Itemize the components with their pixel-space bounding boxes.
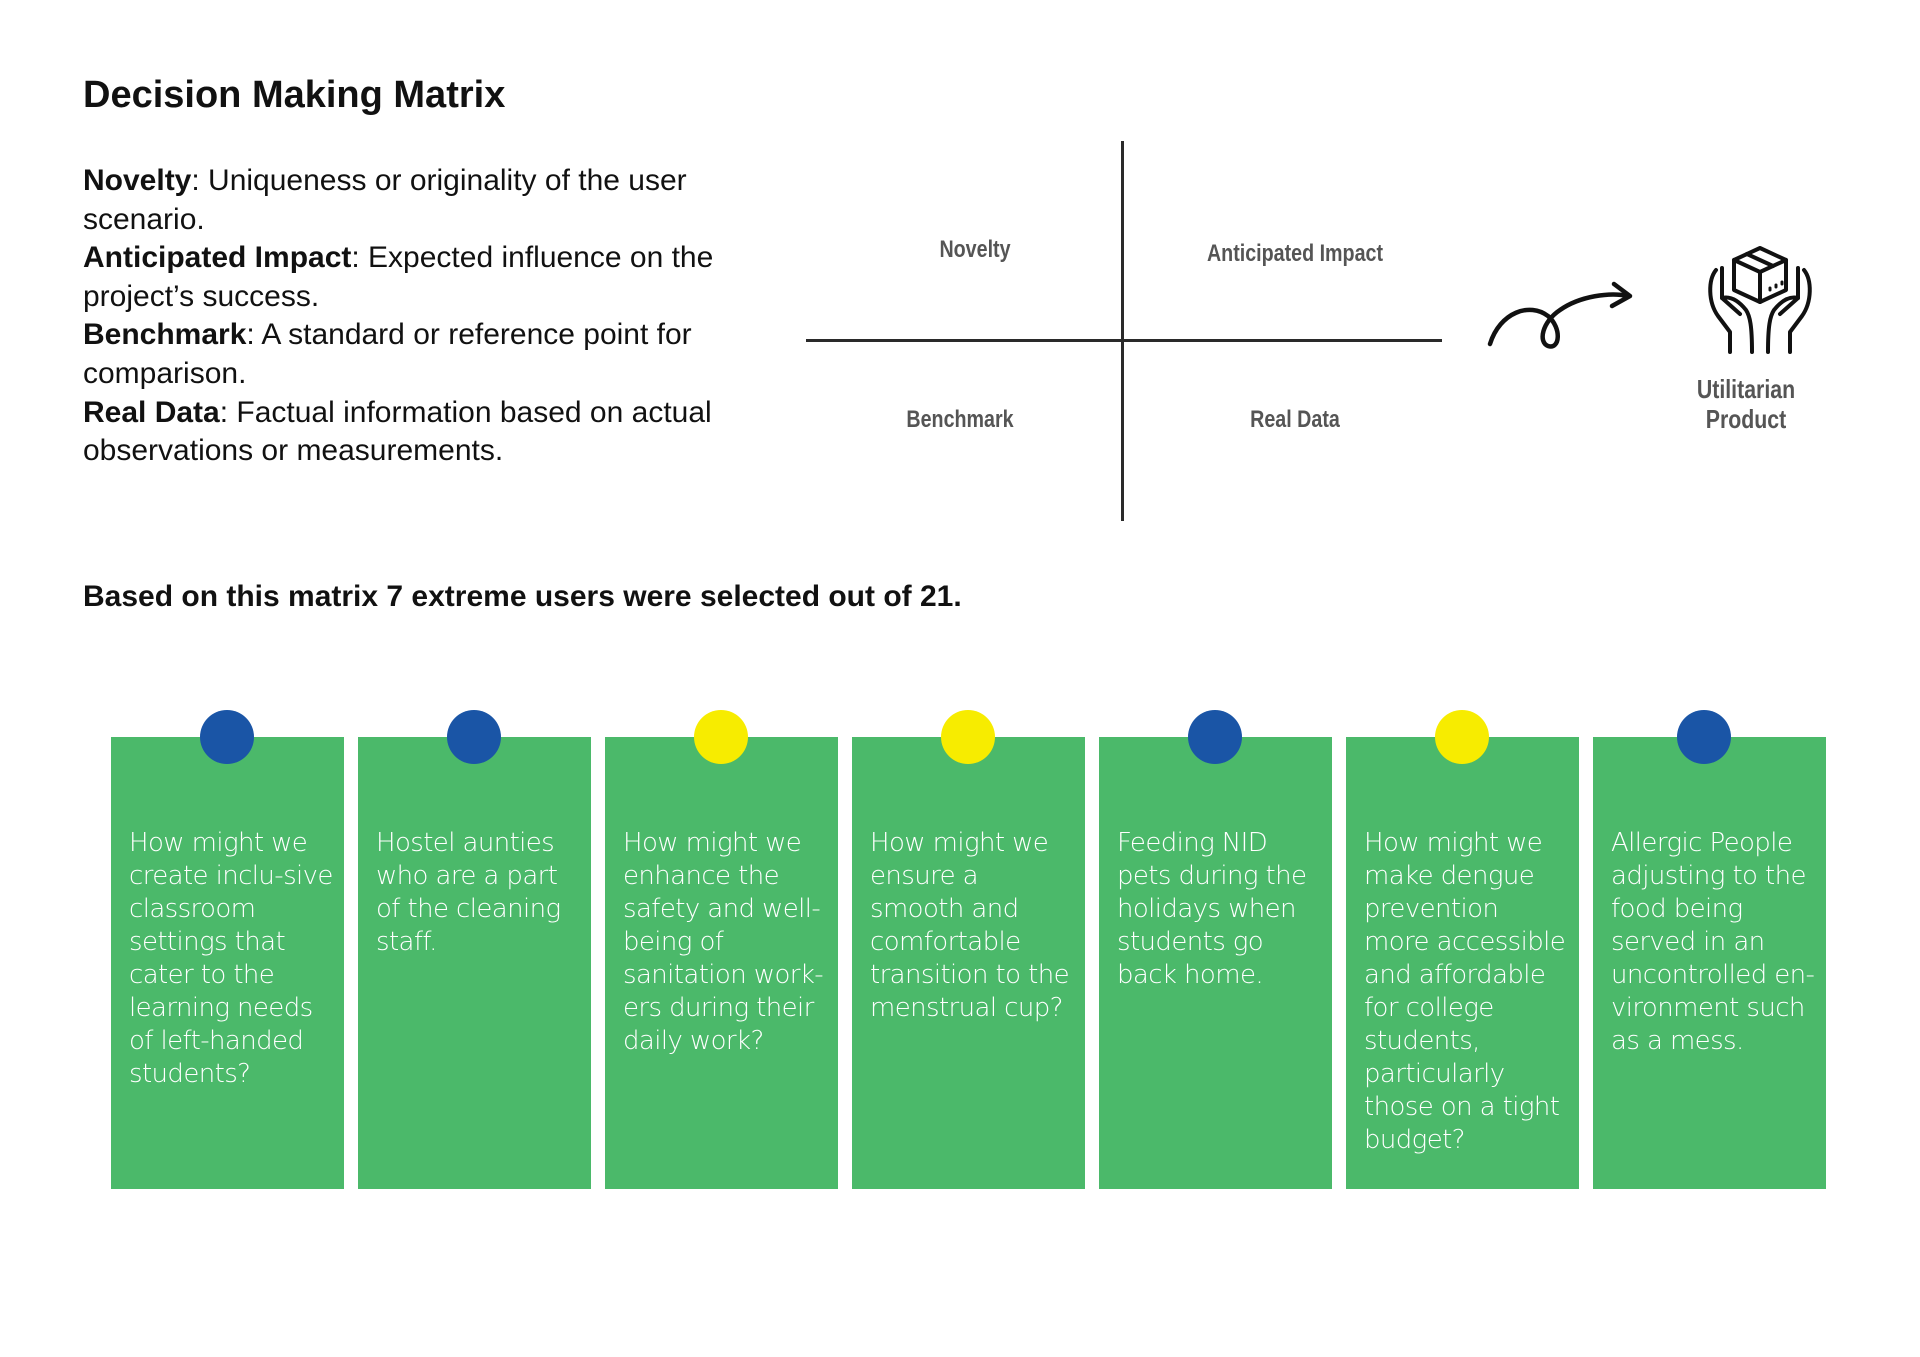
matrix-horizontal-axis — [806, 339, 1442, 342]
definition-term: Benchmark — [83, 318, 247, 352]
user-card: How might we make dengue prevention more… — [1346, 737, 1579, 1189]
user-card-text: Hostel aunties who are a part of the cle… — [376, 828, 561, 957]
yellow-pin-icon — [1435, 710, 1489, 764]
user-card-text: How might we ensure a smooth and comfort… — [870, 828, 1070, 1023]
user-card-text: How might we create inclu-sive classroom… — [129, 828, 333, 1089]
product-label-line-1: Utilitarian — [1696, 374, 1796, 404]
definition-text: : Uniqueness or originality of the user … — [83, 164, 687, 236]
quadrant-novelty-label: Novelty — [939, 236, 1011, 263]
definition-text: : Factual information based on actual ob… — [83, 395, 712, 468]
definitions-list: Novelty: Uniqueness or originality of th… — [83, 162, 763, 471]
definition-term: Real Data — [83, 395, 220, 429]
quadrant-anticipated-impact-label: Anticipated Impact — [1206, 240, 1384, 267]
user-card: How might we enhance the safety and well… — [605, 737, 838, 1189]
user-card-text: How might we make dengue prevention more… — [1364, 828, 1566, 1155]
selection-summary: Based on this matrix 7 extreme users wer… — [83, 580, 962, 613]
definition-novelty: Novelty: Uniqueness or originality of th… — [83, 162, 763, 239]
definition-text: : A standard or reference point for comp… — [83, 318, 692, 390]
user-card-text: How might we enhance the safety and well… — [623, 828, 824, 1056]
extreme-users-cards: How might we create inclu-sive classroom… — [111, 710, 1831, 1190]
user-card: Allergic People adjusting to the food be… — [1593, 737, 1826, 1189]
blue-pin-icon — [1677, 710, 1731, 764]
definition-term: Novelty — [83, 164, 192, 197]
quadrant-real-data-label: Real Data — [1250, 406, 1340, 433]
user-card: How might we create inclu-sive classroom… — [111, 737, 344, 1189]
user-card: Hostel aunties who are a part of the cle… — [358, 737, 591, 1189]
quadrant-benchmark-label: Benchmark — [906, 406, 1014, 433]
definition-text: : Expected influence on the project’s su… — [83, 241, 714, 313]
yellow-pin-icon — [694, 710, 748, 764]
user-card-text: Feeding NID pets during the holidays whe… — [1117, 828, 1307, 990]
blue-pin-icon — [1188, 710, 1242, 764]
page-title: Decision Making Matrix — [83, 74, 506, 116]
user-card: Feeding NID pets during the holidays whe… — [1099, 737, 1332, 1189]
definition-term: Anticipated Impact — [83, 241, 352, 275]
curly-arrow-icon — [1487, 281, 1633, 349]
product-label-line-2: Product — [1705, 404, 1787, 434]
matrix-vertical-axis — [1121, 141, 1124, 521]
user-card-text: Allergic People adjusting to the food be… — [1611, 828, 1815, 1056]
blue-pin-icon — [447, 710, 501, 764]
definition-anticipated-impact: Anticipated Impact: Expected influence o… — [83, 239, 763, 316]
utilitarian-product-label: Utilitarian Product — [1672, 374, 1820, 434]
hands-holding-box-icon — [1708, 246, 1812, 354]
definition-real-data: Real Data: Factual information based on … — [83, 394, 763, 471]
definition-benchmark: Benchmark: A standard or reference point… — [83, 316, 763, 393]
yellow-pin-icon — [941, 710, 995, 764]
blue-pin-icon — [200, 710, 254, 764]
user-card: How might we ensure a smooth and comfort… — [852, 737, 1085, 1189]
